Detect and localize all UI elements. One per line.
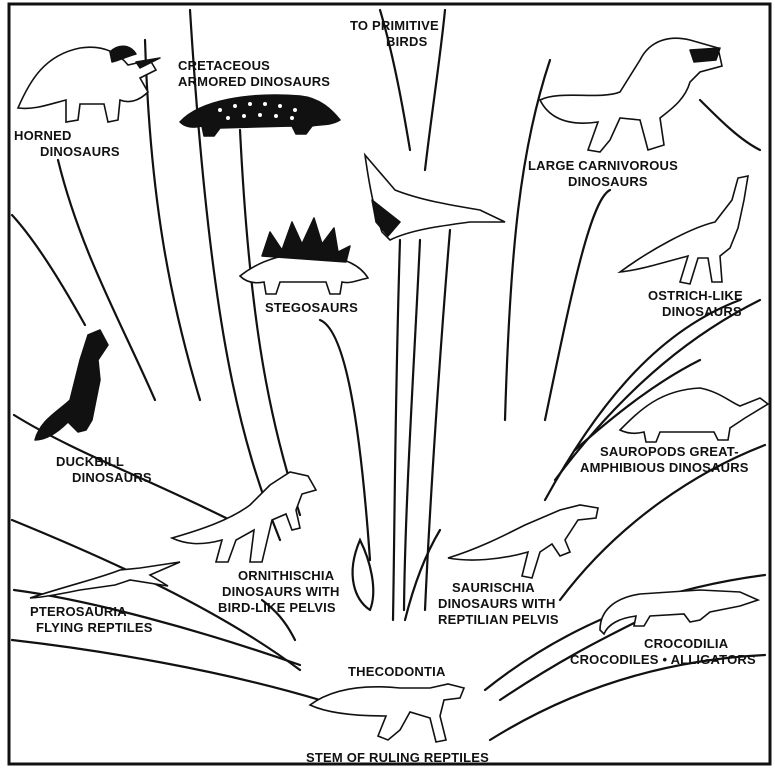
label-horned: HORNED DINOSAURS <box>14 128 120 159</box>
label-ostrich-like: OSTRICH-LIKE DINOSAURS <box>648 288 747 319</box>
primitive-bird-figure <box>365 155 505 240</box>
duckbill-figure <box>35 330 108 440</box>
armored-dinosaur-figure <box>180 95 340 136</box>
large-carnivore-figure <box>540 38 722 152</box>
label-stem-of-ruling-reptiles: STEM OF RULING REPTILES <box>306 750 489 765</box>
label-thecodontia: THECODONTIA <box>348 664 446 679</box>
thecodont-figure <box>310 684 464 742</box>
label-sauropods: SAUROPODS GREAT- AMPHIBIOUS DINOSAURS <box>580 444 749 475</box>
label-saurischia: SAURISCHIA DINOSAURS WITH REPTILIAN PELV… <box>438 580 559 627</box>
label-pterosauria: PTEROSAURIA FLYING REPTILES <box>30 604 153 635</box>
label-large-carnivorous: LARGE CARNIVOROUS DINOSAURS <box>528 158 682 189</box>
pterosaur-figure <box>30 562 180 598</box>
label-to-primitive-birds: TO PRIMITIVE BIRDS <box>350 18 443 49</box>
saurischian-figure <box>448 505 598 578</box>
label-duckbill: DUCKBILL DINOSAURS <box>56 454 152 485</box>
ostrich-like-figure <box>620 176 748 284</box>
label-cretaceous-armored: CRETACEOUS ARMORED DINOSAURS <box>178 58 330 89</box>
ornithischian-figure <box>172 472 316 562</box>
stegosaur-figure <box>240 218 368 294</box>
horned-dinosaur-figure <box>18 46 160 122</box>
label-stegosaurs: STEGOSAURS <box>265 300 358 315</box>
label-ornithischia: ORNITHISCHIA DINOSAURS WITH BIRD-LIKE PE… <box>218 568 343 615</box>
